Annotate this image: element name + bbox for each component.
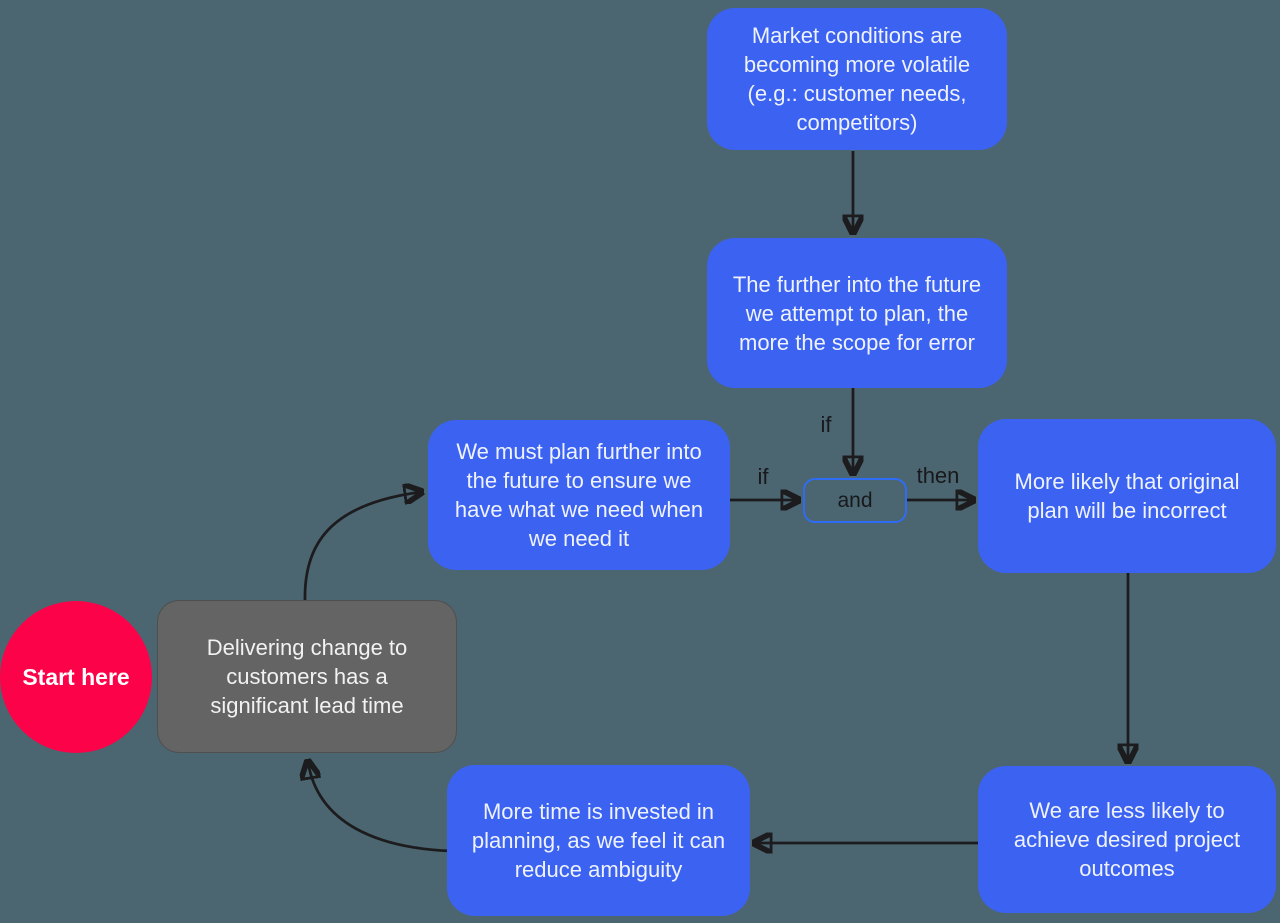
node-and-gate[interactable]: and [803, 478, 907, 523]
edge-label-then[interactable]: then [916, 463, 960, 488]
connector-delivering-to-mustplan[interactable] [303, 492, 421, 601]
node-more-time-planning[interactable]: More time is invested in planning, as we… [447, 765, 750, 916]
node-further-future[interactable]: The further into the future we attempt t… [707, 238, 1007, 388]
node-delivering-change[interactable]: Delivering change to customers has a sig… [157, 600, 457, 753]
edge-label-if-left[interactable]: if [757, 464, 769, 489]
node-more-likely-incorrect[interactable]: More likely that original plan will be i… [978, 419, 1276, 573]
start-here-circle[interactable]: Start here [0, 601, 152, 753]
node-less-likely-outcomes[interactable]: We are less likely to achieve desired pr… [978, 766, 1276, 913]
node-must-plan[interactable]: We must plan further into the future to … [428, 420, 730, 570]
node-market-conditions[interactable]: Market conditions are becoming more vola… [707, 8, 1007, 150]
connector-moretime-to-delivering[interactable] [308, 762, 452, 853]
edge-label-if-top[interactable]: if [820, 412, 832, 437]
